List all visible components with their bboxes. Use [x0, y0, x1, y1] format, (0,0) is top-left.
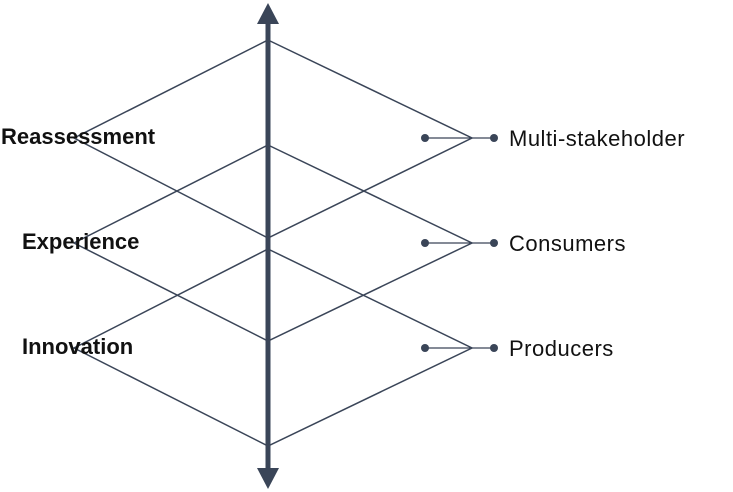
label-consumers: Consumers — [509, 231, 626, 256]
label-producers: Producers — [509, 336, 614, 361]
connector-multi-stakeholder — [421, 134, 498, 142]
connector-consumers — [421, 239, 498, 247]
diamond-innovation — [72, 248, 474, 447]
label-reassessment: Reassessment — [1, 124, 156, 149]
arrow-down-icon — [257, 468, 279, 489]
connector-producers — [421, 344, 498, 352]
label-innovation: Innovation — [22, 334, 133, 359]
vertical-axis-arrow — [257, 3, 279, 489]
label-multi-stakeholder: Multi-stakeholder — [509, 126, 685, 151]
arrow-up-icon — [257, 3, 279, 24]
label-experience: Experience — [22, 229, 139, 254]
